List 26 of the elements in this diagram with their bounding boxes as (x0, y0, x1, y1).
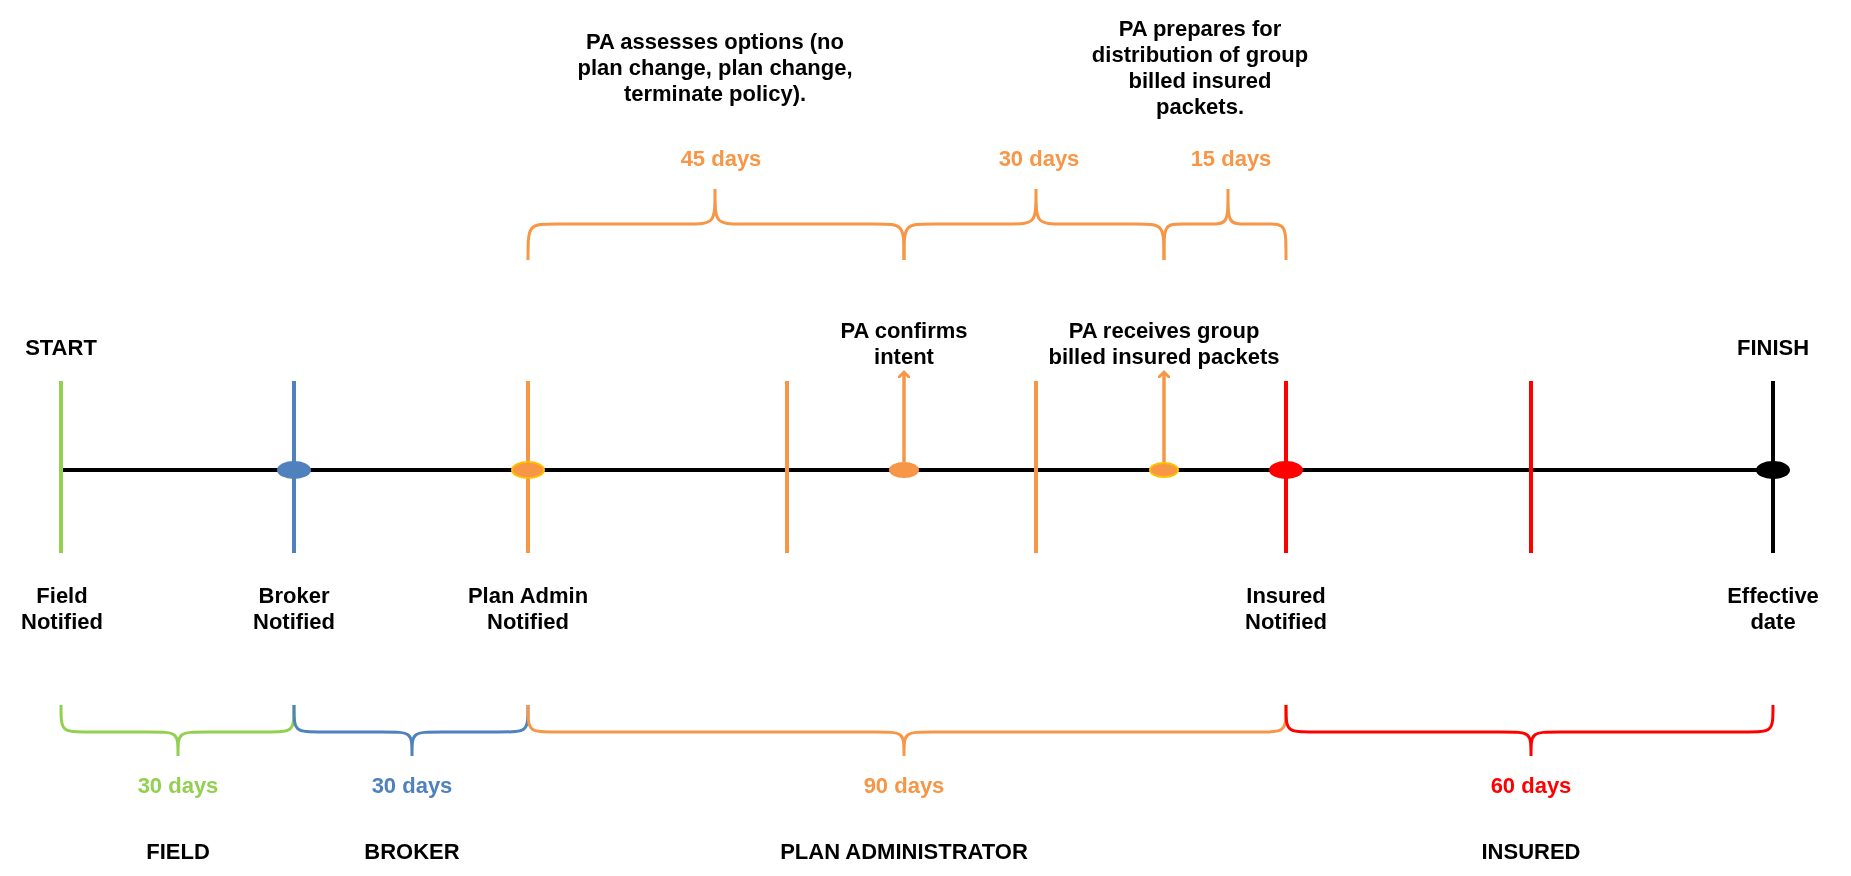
phase-label: PLAN ADMINISTRATOR (779, 839, 1029, 865)
milestone-label: Insured Notified (1244, 583, 1328, 635)
phase-label: BROKER (363, 839, 461, 865)
milestone-label: Plan Admin Notified (466, 583, 590, 635)
milestone-note: PA receives group billed insured packets (1044, 318, 1284, 370)
milestone-label: Effective date (1726, 583, 1820, 635)
phase-label: FIELD (145, 839, 211, 865)
note-text: PA assesses options (no plan change, plan change, terminate policy). (576, 29, 854, 107)
milestone-dot (1149, 462, 1179, 478)
duration-label: 45 days (679, 146, 763, 172)
milestone-dot (889, 462, 919, 478)
milestone-note: PA confirms intent (839, 318, 969, 370)
finish-label: FINISH (1735, 335, 1811, 361)
phase-label: INSURED (1480, 839, 1582, 865)
arrow (896, 370, 912, 462)
duration-label: 90 days (862, 773, 946, 799)
duration-label: 15 days (1189, 146, 1273, 172)
arrow (1156, 370, 1172, 462)
duration-label: 30 days (136, 773, 220, 799)
milestone-label: Field Notified (20, 583, 104, 635)
duration-label: 30 days (997, 146, 1081, 172)
duration-label: 60 days (1489, 773, 1573, 799)
start-label: START (24, 335, 98, 361)
duration-label: 30 days (370, 773, 454, 799)
note-text: PA prepares for distribution of group billed insured packets. (1090, 16, 1310, 120)
milestone-label: Broker Notified (252, 583, 336, 635)
